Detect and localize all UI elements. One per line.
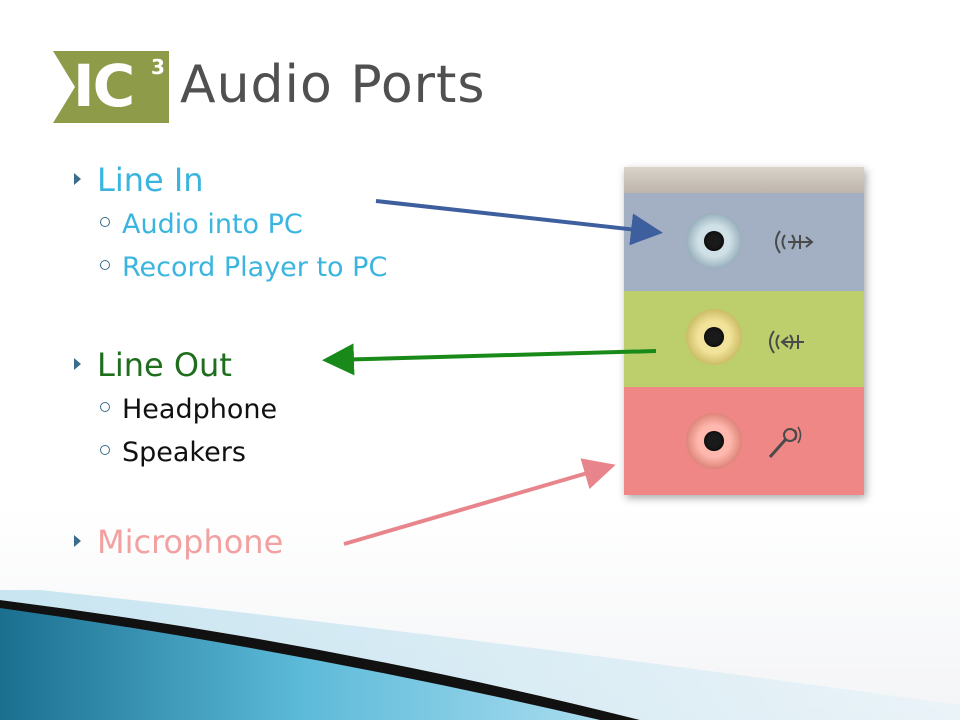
bullet-line-in: Line In <box>74 160 204 200</box>
jack-hole <box>704 327 724 347</box>
subbullet-label: Audio into PC <box>122 209 303 240</box>
subbullet-record-player: Record Player to PC <box>100 250 387 286</box>
logo-notch <box>53 51 75 123</box>
line-in-icon <box>770 225 814 259</box>
bullet-circle-icon <box>100 445 110 455</box>
line-out-band <box>624 291 864 387</box>
line-in-band <box>624 193 864 291</box>
line-out-jack <box>686 309 742 365</box>
line-in-jack <box>686 213 742 269</box>
subbullet-label: Record Player to PC <box>122 252 387 283</box>
microphone-arrow <box>344 467 608 544</box>
jack-hole <box>704 431 724 451</box>
ic3-logo: IC 3 <box>53 51 169 123</box>
jack-hole <box>704 231 724 251</box>
bottom-swoosh <box>0 590 960 720</box>
slide-title: Audio Ports <box>180 52 486 118</box>
bullet-circle-icon <box>100 217 110 227</box>
subbullet-label: Headphone <box>122 394 277 425</box>
bullet-arrow-icon <box>74 358 81 370</box>
bullet-microphone: Microphone <box>74 522 283 562</box>
bullet-label: Line Out <box>97 346 232 384</box>
bullet-arrow-icon <box>74 535 81 547</box>
bullet-circle-icon <box>100 402 110 412</box>
bullet-label: Microphone <box>97 523 283 561</box>
line-out-icon <box>764 325 808 359</box>
line-in-arrow <box>376 201 655 232</box>
microphone-icon <box>762 423 806 463</box>
bullet-arrow-icon <box>74 173 81 185</box>
bullet-circle-icon <box>100 260 110 270</box>
logo-superscript: 3 <box>151 55 165 79</box>
subbullet-headphone: Headphone <box>100 392 277 428</box>
bullet-line-out: Line Out <box>74 345 232 385</box>
subbullet-label: Speakers <box>122 437 246 468</box>
subbullet-audio-into-pc: Audio into PC <box>100 207 303 243</box>
microphone-jack <box>686 413 742 469</box>
bullet-label: Line In <box>97 161 204 199</box>
microphone-band <box>624 387 864 495</box>
case-edge <box>624 167 864 193</box>
line-out-arrow <box>330 351 656 360</box>
audio-ports-photo <box>624 167 864 495</box>
subbullet-speakers: Speakers <box>100 435 246 471</box>
logo-text: IC <box>73 53 133 119</box>
